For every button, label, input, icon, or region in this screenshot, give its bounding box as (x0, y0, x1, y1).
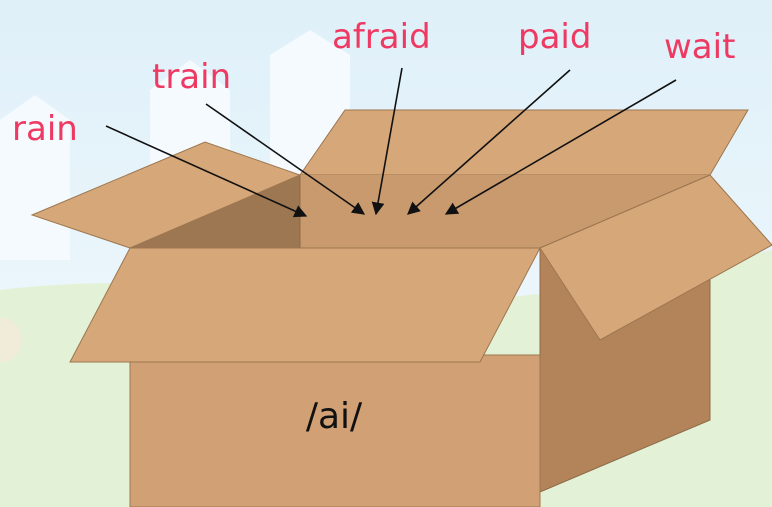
word-paid: paid (518, 17, 591, 57)
word-afraid: afraid (332, 17, 431, 57)
arrow-paid (407, 69, 571, 215)
box-back-flap (299, 109, 749, 176)
word-labels: rain train afraid paid wait (12, 17, 735, 149)
box-front-flap (69, 247, 541, 363)
cardboard-box: /ai/ (30, 109, 772, 507)
arrow-train (205, 103, 366, 215)
arrow-afraid (371, 67, 403, 216)
box-right-flap (539, 174, 772, 341)
box-interior-left (130, 175, 300, 248)
box-front (129, 354, 541, 507)
arrow-wait (444, 79, 677, 215)
arrow-rain (105, 125, 308, 218)
word-wait: wait (664, 27, 735, 67)
word-train: train (152, 57, 231, 97)
box-label: /ai/ (306, 396, 363, 437)
fence (0, 30, 350, 260)
box-interior-back (300, 175, 710, 248)
faint-decoration (0, 318, 22, 362)
word-rain: rain (12, 109, 78, 149)
arrows (105, 67, 677, 218)
